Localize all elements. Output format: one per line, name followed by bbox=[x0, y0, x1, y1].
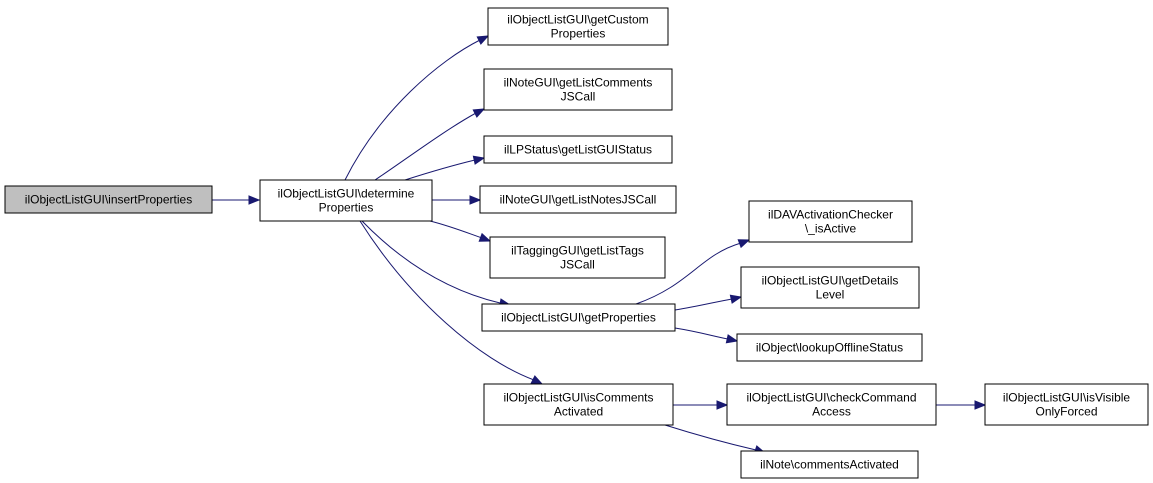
node-label: JSCall bbox=[561, 90, 596, 104]
edge-line bbox=[361, 220, 501, 304]
node-label: ilLPStatus\getListGUIStatus bbox=[504, 143, 652, 157]
node-n7[interactable]: ilObjectListGUI\getProperties bbox=[481, 303, 676, 332]
node-box bbox=[489, 236, 666, 279]
node-label: JSCall bbox=[560, 258, 595, 272]
node-box bbox=[483, 68, 673, 111]
node-box bbox=[740, 266, 920, 309]
node-label: OnlyForced bbox=[1035, 405, 1097, 419]
node-box bbox=[259, 179, 433, 222]
node-label: ilObjectListGUI\insertProperties bbox=[25, 193, 192, 207]
node-n0[interactable]: ilObjectListGUI\insertProperties bbox=[4, 185, 213, 214]
edge-arrowhead bbox=[476, 35, 490, 45]
node-label: ilObjectListGUI\isComments bbox=[503, 391, 653, 405]
edge-line bbox=[404, 159, 476, 181]
node-label: ilNoteGUI\getListComments bbox=[504, 76, 653, 90]
edge-n7-n10 bbox=[674, 294, 743, 311]
node-label: ilNote\commentsActivated bbox=[760, 458, 899, 472]
node-box bbox=[481, 303, 676, 332]
edge-line bbox=[635, 242, 742, 305]
edge-line bbox=[674, 327, 729, 340]
edge-n1-n4 bbox=[404, 155, 486, 181]
node-label: ilObjectListGUI\checkCommand bbox=[746, 391, 916, 405]
node-n9[interactable]: ilDAVActivationChecker\_isActive bbox=[748, 200, 913, 243]
edge-n12-n14 bbox=[936, 400, 987, 410]
node-label: Activated bbox=[554, 405, 603, 419]
edge-line bbox=[344, 39, 481, 181]
nodes-layer: ilObjectListGUI\insertProperties ilObject… bbox=[4, 7, 1149, 479]
edge-arrowhead bbox=[737, 239, 751, 249]
node-box bbox=[736, 333, 923, 362]
node-box bbox=[483, 383, 674, 426]
node-box bbox=[984, 383, 1149, 426]
edge-arrowhead bbox=[530, 375, 544, 385]
node-label: Access bbox=[812, 405, 851, 419]
node-label: ilObjectListGUI\isVisible bbox=[1003, 391, 1130, 405]
edge-line bbox=[429, 220, 483, 239]
edge-n8-n13 bbox=[664, 424, 767, 455]
node-n5[interactable]: ilNoteGUI\getListNotesJSCall bbox=[479, 185, 677, 214]
node-label: ilObjectListGUI\determine bbox=[278, 187, 415, 201]
edge-n1-n5 bbox=[432, 195, 482, 205]
node-label: \_isActive bbox=[805, 222, 857, 236]
edge-arrowhead bbox=[725, 334, 739, 344]
edge-arrowhead bbox=[472, 108, 486, 118]
node-label: Level bbox=[816, 288, 845, 302]
node-label: ilNoteGUI\getListNotesJSCall bbox=[500, 193, 657, 207]
node-box bbox=[483, 135, 673, 164]
edge-n7-n9 bbox=[635, 239, 751, 305]
edge-n1-n2 bbox=[344, 35, 490, 181]
edge-line bbox=[664, 424, 757, 451]
node-box bbox=[4, 185, 213, 214]
edge-n1-n3 bbox=[374, 108, 486, 181]
node-box bbox=[740, 450, 919, 479]
edge-arrowhead bbox=[469, 195, 482, 205]
node-n13[interactable]: ilNote\commentsActivated bbox=[740, 450, 919, 479]
node-label: ilDAVActivationChecker bbox=[768, 208, 893, 222]
edge-arrowhead bbox=[729, 294, 743, 304]
edge-arrowhead bbox=[974, 400, 987, 410]
node-label: ilObjectListGUI\getProperties bbox=[501, 311, 656, 325]
edge-arrowhead bbox=[248, 195, 261, 205]
edge-line bbox=[674, 298, 733, 311]
edge-n0-n1 bbox=[212, 195, 261, 205]
node-label: Properties bbox=[319, 201, 374, 215]
node-label: Properties bbox=[551, 27, 606, 41]
node-box bbox=[748, 200, 913, 243]
edge-arrowhead bbox=[472, 155, 486, 165]
node-n11[interactable]: ilObject\lookupOfflineStatus bbox=[736, 333, 923, 362]
edge-n8-n12 bbox=[673, 400, 729, 410]
edge-n1-n6 bbox=[429, 220, 492, 242]
edges-layer bbox=[212, 35, 987, 455]
edge-arrowhead bbox=[478, 232, 492, 242]
node-label: ilObject\lookupOfflineStatus bbox=[756, 341, 903, 355]
edge-n7-n11 bbox=[674, 327, 739, 344]
edge-line bbox=[359, 220, 535, 381]
node-n4[interactable]: ilLPStatus\getListGUIStatus bbox=[483, 135, 673, 164]
edge-n1-n7 bbox=[361, 220, 512, 308]
node-box bbox=[487, 7, 669, 46]
edge-line bbox=[374, 112, 477, 181]
node-box bbox=[479, 185, 677, 214]
node-box bbox=[726, 383, 937, 426]
edge-arrowhead bbox=[716, 400, 729, 410]
node-label: ilObjectListGUI\getDetails bbox=[762, 274, 899, 288]
node-label: ilTaggingGUI\getListTags bbox=[511, 244, 644, 258]
node-label: ilObjectListGUI\getCustom bbox=[507, 13, 648, 27]
